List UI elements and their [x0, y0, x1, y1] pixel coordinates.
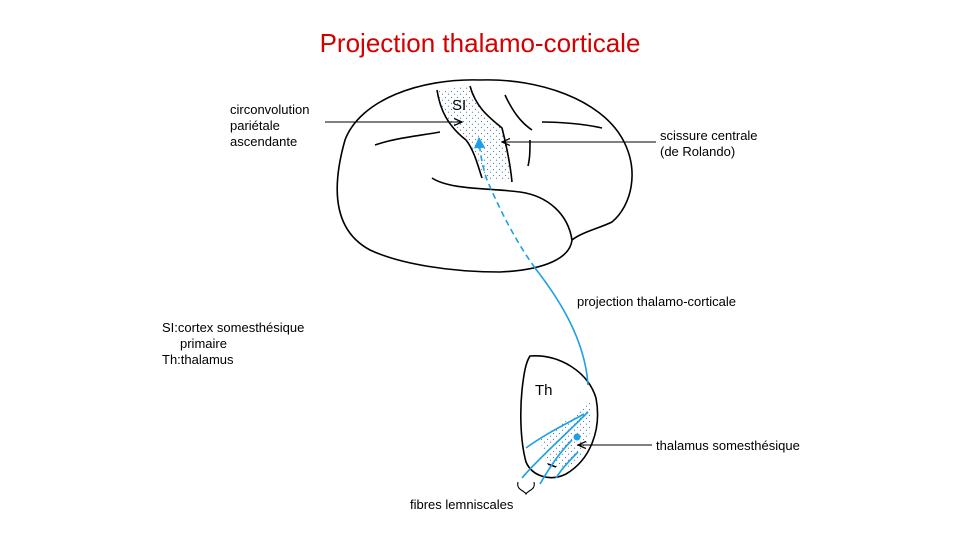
legend-si: SI:cortex somesthésique	[162, 320, 305, 335]
si-region	[436, 85, 513, 183]
page-title: Projection thalamo-corticale	[319, 28, 641, 58]
fibres-brace	[517, 481, 535, 496]
legend-primaire: primaire	[180, 336, 227, 351]
legend: SI:cortex somesthésique primaire Th:thal…	[162, 320, 304, 368]
somesthetic-nucleus-dot	[573, 433, 581, 441]
label-si: SI	[452, 97, 467, 114]
label-circonvolution: circonvolution pariétale ascendante	[230, 102, 310, 149]
legend-th: Th:thalamus	[162, 352, 234, 367]
label-fibres-lemniscales: fibres lemniscales	[410, 497, 514, 512]
label-projection: projection thalamo-corticale	[577, 294, 736, 309]
label-th: Th	[535, 382, 553, 399]
label-scissure-centrale: scissure centrale (de Rolando)	[660, 128, 758, 159]
lemniscal-fibres	[521, 411, 589, 485]
thalamo-cortical-projection	[474, 136, 589, 386]
brain-outline	[336, 79, 633, 273]
label-thalamus-somesthesique: thalamus somesthésique	[656, 438, 800, 453]
